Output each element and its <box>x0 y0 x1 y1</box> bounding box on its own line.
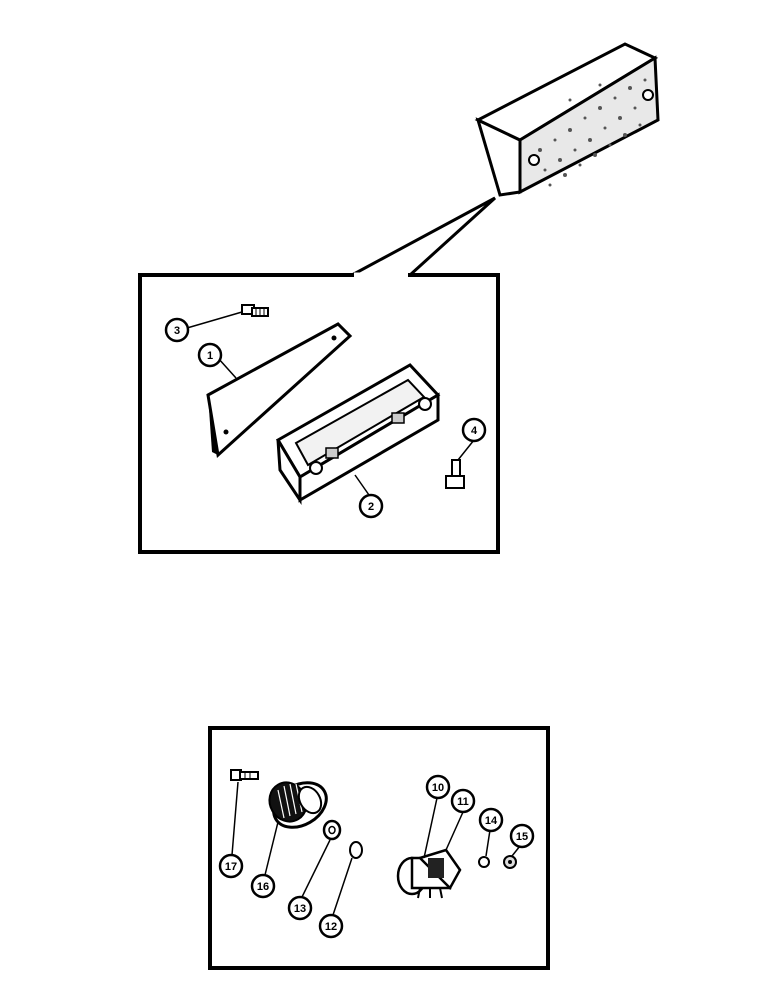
screw-part-4 <box>445 459 465 489</box>
nut-part-14 <box>478 856 490 868</box>
washer-part-13 <box>322 819 342 841</box>
switch-part-10-11 <box>396 848 462 899</box>
housing-part-2 <box>275 363 441 505</box>
screw-part-17 <box>230 769 259 781</box>
svg-text:3: 3 <box>174 325 180 337</box>
callout-10: 10 <box>425 774 451 800</box>
ring-part-12 <box>349 841 363 859</box>
screw-part-3 <box>241 304 269 317</box>
svg-text:16: 16 <box>257 881 269 893</box>
callout-12: 12 <box>318 913 344 939</box>
svg-text:17: 17 <box>225 861 237 873</box>
lamp-assembly-illustration <box>474 42 660 197</box>
callout-17: 17 <box>218 853 244 879</box>
nut-part-15 <box>503 855 517 869</box>
svg-text:4: 4 <box>471 425 478 437</box>
lens-plate-part-1 <box>206 322 353 458</box>
svg-text:14: 14 <box>485 815 498 827</box>
callout-4: 4 <box>461 417 487 443</box>
callout-13: 13 <box>287 895 313 921</box>
callout-16: 16 <box>250 873 276 899</box>
svg-text:11: 11 <box>457 796 469 808</box>
lower-leader-lines <box>231 781 521 916</box>
svg-text:1: 1 <box>207 350 213 362</box>
svg-text:2: 2 <box>368 501 374 513</box>
upper-detail-frame <box>138 273 500 554</box>
lower-detail-frame <box>208 726 550 970</box>
callout-3: 3 <box>164 317 190 343</box>
callout-15: 15 <box>509 823 535 849</box>
svg-text:10: 10 <box>432 782 444 794</box>
svg-text:12: 12 <box>325 921 337 933</box>
callout-2: 2 <box>358 493 384 519</box>
callout-11: 11 <box>450 788 476 814</box>
callout-14: 14 <box>478 807 504 833</box>
svg-text:13: 13 <box>294 903 306 915</box>
knob-part-16 <box>268 781 328 829</box>
upper-leader-lines <box>186 311 475 496</box>
detail-leader-wedge <box>351 196 497 277</box>
svg-text:15: 15 <box>516 831 528 843</box>
callout-1: 1 <box>197 342 223 368</box>
